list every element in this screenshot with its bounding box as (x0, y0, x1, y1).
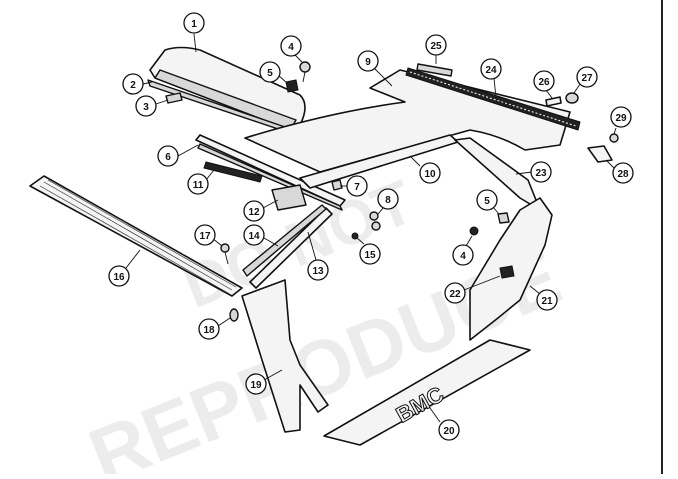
svg-text:15: 15 (364, 250, 376, 261)
svg-text:3: 3 (143, 102, 149, 113)
svg-text:5: 5 (267, 68, 273, 79)
callout-29: 29 (610, 106, 632, 135)
svg-text:2: 2 (130, 80, 136, 91)
callout-23: 23 (515, 161, 552, 183)
svg-text:23: 23 (535, 168, 547, 179)
svg-text:21: 21 (541, 296, 553, 307)
part-15-screw (351, 232, 359, 240)
svg-text:20: 20 (443, 426, 455, 437)
part-19-quarter-trim (241, 279, 329, 433)
callout-2: 2 (122, 73, 153, 95)
callout-5-lower: 5 (476, 189, 500, 215)
callout-21: 21 (529, 285, 558, 311)
svg-text:17: 17 (199, 231, 211, 242)
part-28-bracket (587, 145, 613, 163)
svg-text:13: 13 (312, 266, 324, 277)
callout-20: 20 (429, 407, 460, 441)
part-7-clip (331, 179, 343, 191)
svg-text:5: 5 (484, 196, 490, 207)
part-29-screw (609, 133, 619, 143)
callout-6: 6 (157, 144, 199, 167)
part-4-screw-top (299, 61, 311, 83)
page-edge-line (661, 0, 663, 474)
callout-24: 24 (480, 58, 502, 99)
svg-text:6: 6 (165, 152, 171, 163)
part-22-clip (499, 265, 515, 279)
part-26-pin (545, 96, 562, 107)
svg-text:7: 7 (354, 182, 360, 193)
svg-text:8: 8 (385, 195, 391, 206)
svg-text:12: 12 (248, 207, 260, 218)
svg-text:22: 22 (449, 289, 461, 300)
part-27-cap (565, 92, 579, 104)
svg-text:29: 29 (615, 113, 627, 124)
svg-text:1: 1 (191, 19, 197, 30)
callout-12: 12 (243, 199, 279, 222)
callout-1: 1 (183, 12, 205, 53)
callout-27: 27 (573, 66, 598, 94)
callout-16: 16 (108, 249, 141, 287)
svg-text:18: 18 (203, 325, 215, 336)
callout-7: 7 (340, 175, 368, 197)
svg-text:14: 14 (248, 231, 260, 242)
callout-11: 11 (187, 169, 215, 195)
callout-25: 25 (425, 34, 447, 64)
callout-3: 3 (135, 95, 169, 117)
part-25-block (416, 63, 453, 77)
part-8-washer (369, 211, 381, 231)
svg-text:10: 10 (424, 169, 436, 180)
callout-28: 28 (605, 159, 634, 184)
svg-text:28: 28 (617, 169, 629, 180)
callout-10: 10 (409, 155, 441, 184)
callout-19: 19 (245, 369, 283, 395)
svg-text:27: 27 (581, 73, 593, 84)
svg-text:11: 11 (193, 180, 204, 191)
part-4-screw-lower (469, 226, 479, 236)
svg-text:19: 19 (250, 380, 262, 391)
callout-22: 22 (444, 275, 501, 304)
callout-4-top: 4 (280, 35, 303, 63)
svg-text:25: 25 (430, 41, 442, 52)
part-23-side-panel (454, 137, 541, 211)
callout-4-lower: 4 (452, 235, 474, 266)
callout-5-top: 5 (259, 61, 289, 85)
part-12-bracket (271, 184, 307, 211)
part-5-nut-lower (497, 212, 510, 224)
part-17-screw (220, 243, 230, 265)
svg-text:9: 9 (365, 57, 371, 68)
svg-text:4: 4 (288, 42, 294, 53)
svg-text:16: 16 (113, 272, 125, 283)
callout-26: 26 (533, 70, 555, 99)
part-16-scuff-panel (29, 175, 243, 297)
callout-9: 9 (357, 50, 393, 87)
part-3-clip (165, 92, 183, 104)
callout-18: 18 (198, 317, 231, 340)
part-11-seal (203, 161, 263, 183)
part-18-grommet (229, 308, 239, 322)
callout-14: 14 (243, 224, 279, 247)
callout-17: 17 (194, 224, 223, 247)
part-13-pillar (249, 207, 333, 289)
part-14-trim (242, 204, 327, 277)
svg-text:26: 26 (538, 77, 550, 88)
svg-text:4: 4 (460, 251, 466, 262)
part-5-nut-top (285, 79, 299, 93)
callout-8: 8 (377, 188, 399, 215)
part-24-rear-strip (405, 67, 581, 131)
svg-text:24: 24 (485, 65, 497, 76)
callout-15: 15 (356, 237, 381, 265)
part-6-rail (195, 134, 346, 211)
callout-13: 13 (307, 231, 329, 281)
